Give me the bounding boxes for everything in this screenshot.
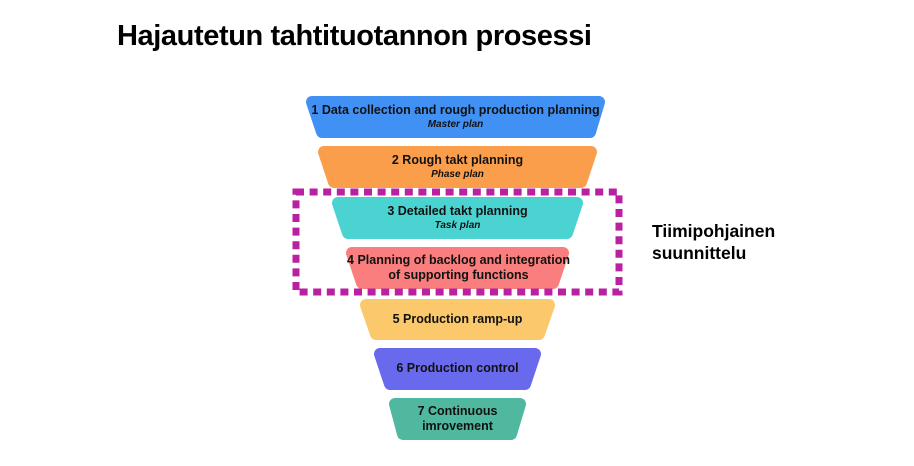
funnel-step-6-label: 6 Production control [374,348,541,390]
funnel-step-2-shape [318,146,597,188]
page-title: Hajautetun tahtituotannon prosessi [117,20,592,52]
funnel-step-3-shape [332,197,583,239]
funnel-step-6-shape [374,348,541,390]
team-planning-highlight-box [292,188,623,296]
funnel-step-2-label: 2 Rough takt planning Phase plan [318,146,597,188]
step-title: 6 Production control [396,361,519,376]
funnel-step-5-label: 5 Production ramp-up [360,299,555,340]
funnel-step-4-label: 4 Planning of backlog and integration of… [346,247,571,289]
step-title: 5 Production ramp-up [392,311,523,326]
funnel-step-4-shape [346,247,569,289]
step-subtitle: Phase plan [431,168,484,180]
funnel-step-7-label: 7 Continuous imrovement [389,398,526,440]
funnel-step-1-shape [306,96,605,138]
team-planning-annotation: Tiimipohjainen suunnittelu [652,221,776,263]
step-title: 2 Rough takt planning [391,153,524,168]
step-title: 3 Detailed takt planning [387,204,528,219]
step-title: 7 Continuous imrovement [417,403,498,433]
funnel-step-3-label: 3 Detailed takt planning Task plan [332,197,583,239]
step-subtitle: Master plan [427,118,484,130]
funnel-step-1-label: 1 Data collection and rough production p… [306,96,605,138]
step-title: 1 Data collection and rough production p… [311,103,600,118]
step-title: 4 Planning of backlog and integration of… [347,252,570,282]
funnel-step-5-shape [360,299,555,340]
step-subtitle: Task plan [434,219,481,231]
funnel-step-7-shape [389,398,526,440]
